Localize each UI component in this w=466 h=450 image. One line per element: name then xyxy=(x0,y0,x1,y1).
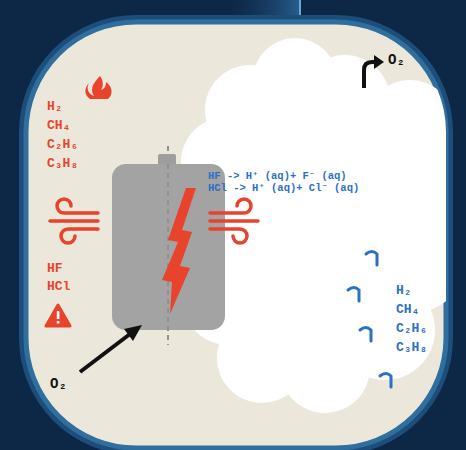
flame-icon xyxy=(85,76,111,99)
gas-label: H₂ xyxy=(47,100,63,115)
oxygen-label: O₂ xyxy=(388,52,405,68)
gas-label: CH₄ xyxy=(396,303,419,318)
gas-label: CH₄ xyxy=(47,119,70,134)
gas-label: C₂H₆ xyxy=(47,138,78,153)
plate-glow xyxy=(22,18,450,450)
warning-triangle xyxy=(46,305,70,326)
reaction-equation: HCl -> H⁺ (aq)+ Cl⁻ (aq) xyxy=(208,182,359,194)
wind-symbol xyxy=(210,199,258,243)
drop-icon xyxy=(366,252,377,266)
gas-label: C₂H₆ xyxy=(396,322,427,337)
arrowhead xyxy=(124,325,142,341)
oxygen-label: O₂ xyxy=(50,376,67,392)
dashed-axis xyxy=(167,164,169,330)
wind-symbol xyxy=(50,199,98,243)
drop-icon xyxy=(360,328,371,342)
reaction-equation: HF -> H⁺ (aq)+ F⁻ (aq) xyxy=(208,170,359,182)
drop-icon xyxy=(380,374,391,388)
warning-mark xyxy=(57,311,60,319)
gas-label: C₃H₈ xyxy=(47,157,78,172)
drop-icon xyxy=(348,288,359,302)
gas-label: C₃H₈ xyxy=(396,341,427,356)
arrowhead xyxy=(374,55,384,69)
toxic-gas-label: HF xyxy=(47,262,63,277)
warning-mark xyxy=(57,321,60,324)
toxic-gas-label: HCl xyxy=(47,280,70,295)
oxygen-arrow xyxy=(80,334,130,372)
cloud-node: HF -> H⁺ (aq)+ F⁻ (aq)HCl -> H⁺ (aq)+ Cl… xyxy=(208,170,359,194)
plate xyxy=(26,22,446,448)
lightning-bolt xyxy=(162,188,196,314)
gas-label: H₂ xyxy=(396,284,412,299)
